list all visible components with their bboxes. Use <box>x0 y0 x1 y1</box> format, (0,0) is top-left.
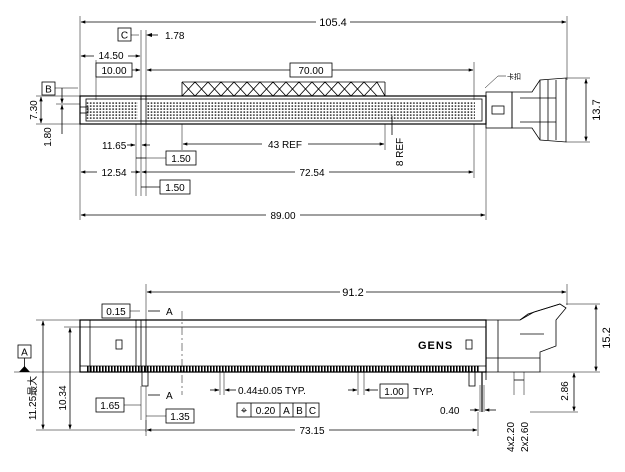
fcf-datum-c: C <box>309 406 316 417</box>
top-view: 105.4 C 1.78 14.50 10.00 70.00 卡扣 B <box>29 14 603 222</box>
rib-pattern <box>181 81 386 97</box>
front-view: 91.2 0.15 A GENS <box>14 284 613 452</box>
dim-2-86: 2.86 <box>560 381 571 401</box>
datum-c-label: C <box>121 31 128 42</box>
datum-b-label: B <box>45 85 52 96</box>
dim-89-00: 89.00 <box>270 211 295 222</box>
tolerance-0-15: 0.15 <box>106 307 126 318</box>
latch-label: 卡扣 <box>507 72 521 81</box>
section-a-top: A <box>166 307 173 318</box>
basic-1-50-a: 1.50 <box>171 154 191 165</box>
pin-width: 0.44±0.05 TYP. <box>238 386 306 397</box>
fcf-tolerance: 0.20 <box>256 406 276 417</box>
latch-top <box>485 77 567 143</box>
basic-1-50-b: 1.50 <box>165 183 185 194</box>
dim-overall-length: 105.4 <box>319 17 347 29</box>
dim-72-54: 72.54 <box>299 168 324 179</box>
section-a-bottom: A <box>166 391 173 402</box>
dim-11-65: 11.65 <box>102 141 127 152</box>
basic-70-00: 70.00 <box>298 66 323 77</box>
dim-11-25-max: 11.25最大 <box>26 376 39 420</box>
pitch-typ: TYP. <box>413 387 434 398</box>
dim-10-34: 10.34 <box>58 385 69 410</box>
connector-body-front: GENS <box>79 319 487 387</box>
basic-10-00: 10.00 <box>101 66 126 77</box>
dim-73-15: 73.15 <box>299 426 324 437</box>
datum-a-label: A <box>21 348 28 359</box>
fcf-datum-a: A <box>283 406 290 417</box>
dim-4x2-20: 4x2.20 <box>506 422 517 452</box>
pitch-basic: 1.00 <box>384 387 404 398</box>
dim-7-30: 7.30 <box>29 100 40 120</box>
fcf-datum-b: B <box>296 406 303 417</box>
dim-0-40: 0.40 <box>440 406 460 417</box>
basic-1-35: 1.35 <box>170 412 190 423</box>
dim-1-80: 1.80 <box>43 127 54 147</box>
basic-1-65: 1.65 <box>100 401 120 412</box>
dim-43-ref: 43 REF <box>268 140 302 151</box>
dim-2x2-60: 2x2.60 <box>520 422 531 452</box>
dim-12-54: 12.54 <box>101 168 126 179</box>
position-icon: ⌖ <box>241 405 247 417</box>
dim-91-2: 91.2 <box>342 287 363 299</box>
dim-15-2: 15.2 <box>601 327 613 348</box>
feature-control-frame: ⌖ 0.20 A B C <box>236 402 320 418</box>
dim-1-78: 1.78 <box>165 31 185 42</box>
dim-14-50: 14.50 <box>98 51 123 62</box>
brand-label: GENS <box>418 340 453 352</box>
dim-13-7: 13.7 <box>591 99 603 120</box>
dim-8-ref: 8 REF <box>395 138 406 166</box>
latch-front <box>481 303 567 412</box>
